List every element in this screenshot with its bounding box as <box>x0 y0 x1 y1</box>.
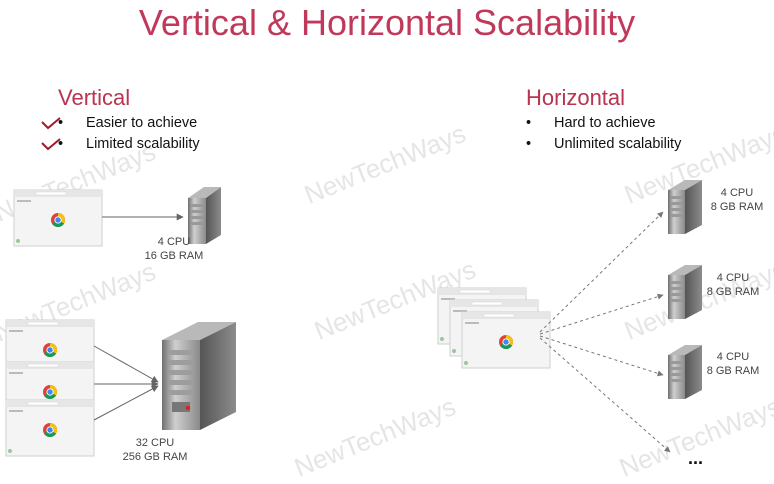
server-icon <box>162 322 236 430</box>
diagram-canvas <box>5 117 702 457</box>
server-icon <box>668 180 702 234</box>
vertical-bullets: •Easier to achieve •Limited scalability <box>58 115 258 157</box>
list-item: •Hard to achieve <box>526 115 656 131</box>
connection-arrow <box>539 211 664 333</box>
server-icon <box>188 187 221 244</box>
server-spec: 32 CPU 256 GB RAM <box>122 437 188 463</box>
connection-arrow <box>539 335 664 377</box>
page-title: Vertical & Horizontal Scalability <box>138 2 636 43</box>
horizontal-bullets: •Hard to achieve •Unlimited scalability <box>526 115 746 157</box>
connection-arrow <box>93 345 159 383</box>
connection-arrow <box>539 337 671 453</box>
browser-window <box>5 399 95 457</box>
list-item: •Limited scalability <box>58 136 200 152</box>
server-icon <box>668 265 702 319</box>
bullet-icon: • <box>526 115 532 131</box>
server-icon <box>668 345 702 399</box>
connection-arrow <box>93 385 159 421</box>
browser-window <box>461 311 551 369</box>
bullet-icon: • <box>58 115 64 131</box>
browser-window <box>13 189 103 247</box>
server-spec: 4 CPU 16 GB RAM <box>144 236 204 262</box>
list-item: •Unlimited scalability <box>526 136 682 152</box>
server-spec: 4 CPU 8 GB RAM <box>706 351 760 377</box>
list-item: •Easier to achieve <box>58 115 198 131</box>
bullet-icon: • <box>58 136 64 152</box>
server-spec: 4 CPU 8 GB RAM <box>710 187 764 213</box>
check-icon <box>41 117 61 130</box>
vertical-heading: Vertical <box>58 85 131 110</box>
server-spec: 4 CPU 8 GB RAM <box>706 272 760 298</box>
bullet-icon: • <box>526 136 532 152</box>
more-servers-ellipsis: ... <box>688 448 704 468</box>
check-icon <box>41 138 61 151</box>
horizontal-heading: Horizontal <box>526 85 626 110</box>
